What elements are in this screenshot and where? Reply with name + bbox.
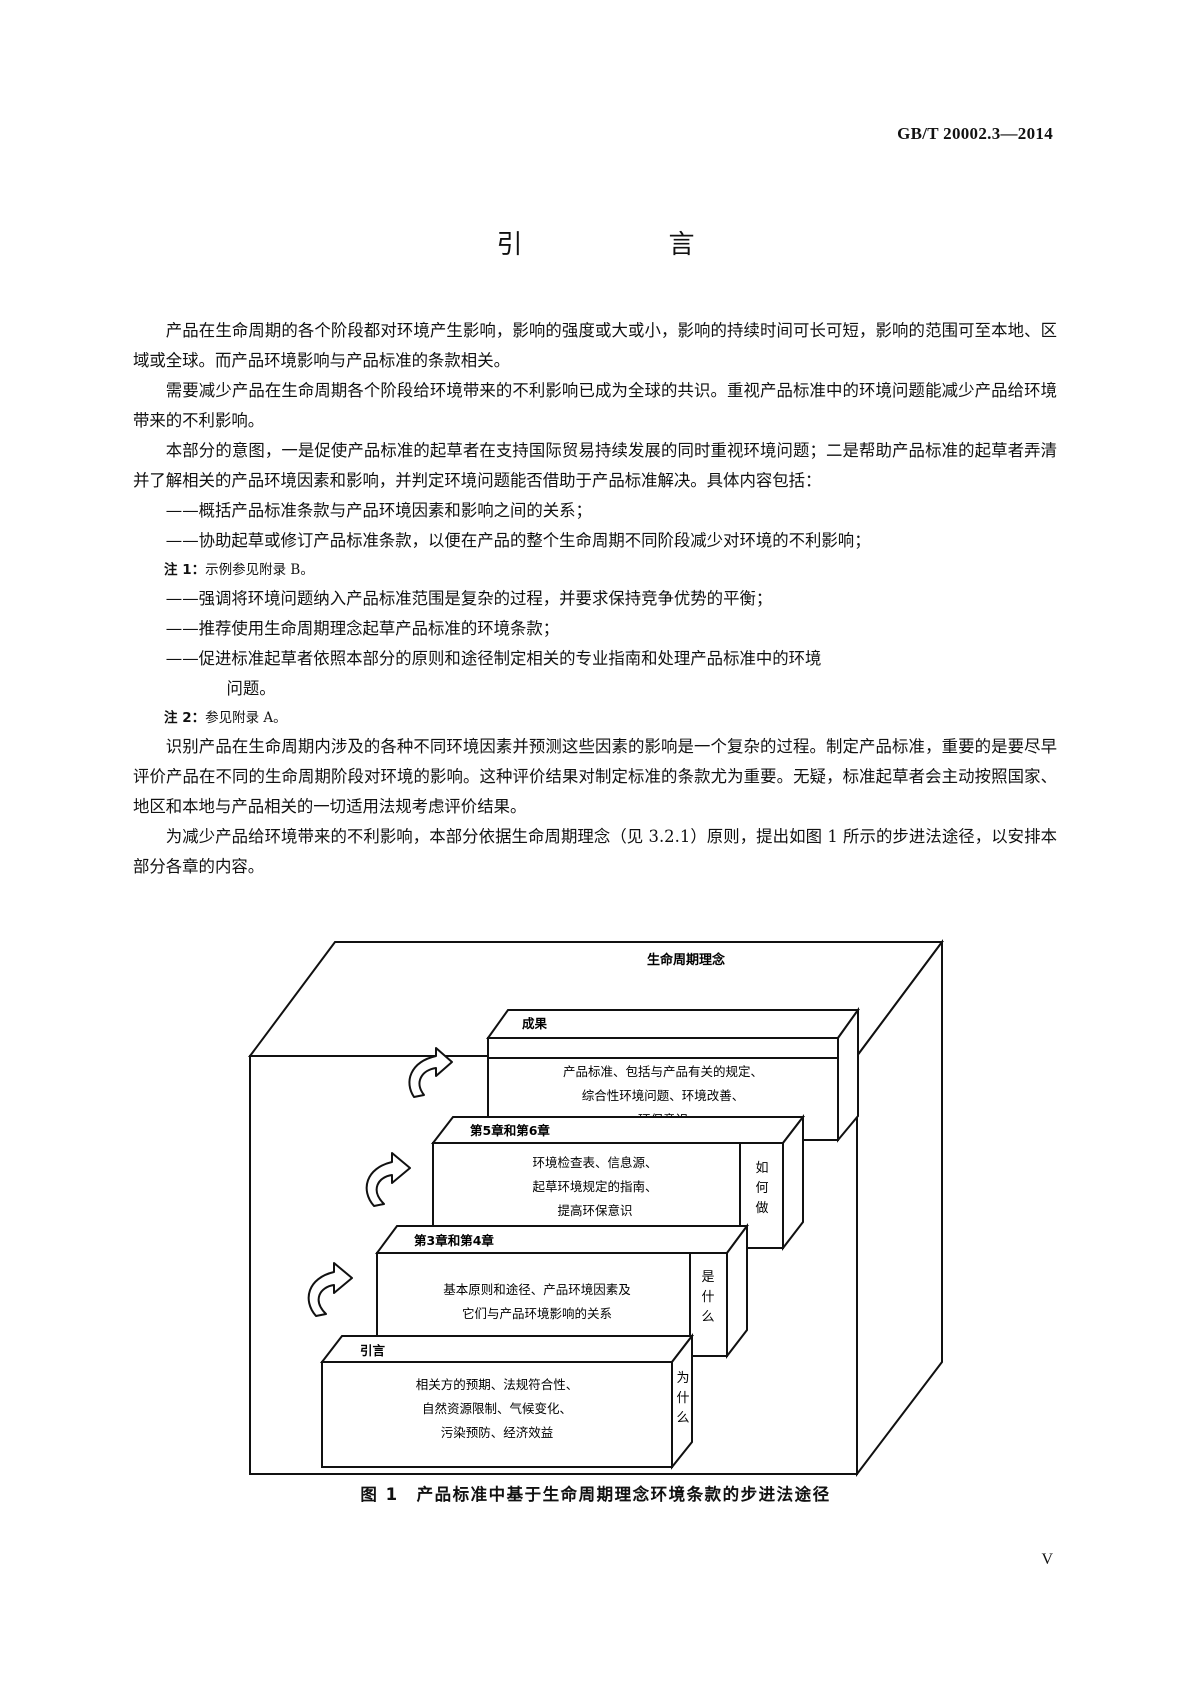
paragraph: 本部分的意图，一是促使产品标准的起草者在支持国际贸易持续发展的同时重视环境问题；… [133, 441, 1057, 490]
side-label: 如 [755, 1160, 768, 1176]
side-label: 什 [676, 1391, 689, 1406]
step-heading: 成果 [522, 1016, 548, 1031]
side-label: 做 [755, 1201, 768, 1216]
step-intro [319, 1333, 695, 1470]
note-text: 参见附录 A。 [205, 710, 287, 726]
side-label: 么 [676, 1411, 689, 1426]
paragraph: 需要减少产品在生命周期各个阶段给环境带来的不利影响已成为全球的共识。重视产品标准… [133, 381, 1057, 430]
step-line: 环境检查表、信息源、 [532, 1155, 657, 1170]
side-label: 何 [755, 1180, 768, 1196]
note-text: 示例参见附录 B。 [205, 562, 314, 578]
note-label: 注 1： [164, 562, 206, 578]
paragraph: 识别产品在生命周期内涉及的各种不同环境因素并预测这些因素的影响是一个复杂的过程。… [133, 737, 1057, 816]
step-heading: 第3章和第4章 [414, 1233, 494, 1248]
curved-arrow-icon [307, 1262, 353, 1317]
step-line: 相关方的预期、法规符合性、 [416, 1377, 579, 1392]
side-label: 是 [701, 1270, 714, 1285]
body-text: 产品在生命周期的各个阶段都对环境产生影响，影响的强度或大或小，影响的持续时间可长… [133, 316, 1057, 882]
note: 注 2：参见附录 A。 [133, 704, 1057, 732]
side-label: 什 [701, 1290, 714, 1305]
step-line: 它们与产品环境影响的关系 [462, 1306, 612, 1321]
curved-arrow-icon [365, 1152, 411, 1207]
note-label: 注 2： [164, 710, 206, 726]
list-item: ——促进标准起草者依照本部分的原则和途径制定相关的专业指南和处理产品标准中的环境 [165, 649, 822, 668]
list-item: ——推荐使用生命周期理念起草产品标准的环境条款； [165, 619, 560, 638]
note: 注 1：示例参见附录 B。 [133, 556, 1057, 584]
step-ch5-6 [430, 1114, 806, 1251]
list-item: ——协助起草或修订产品标准条款，以便在产品的整个生命周期不同阶段减少对环境的不利… [165, 531, 871, 550]
step-line: 基本原则和途径、产品环境因素及 [443, 1282, 631, 1297]
step-line: 自然资源限制、气候变化、 [422, 1401, 572, 1416]
curved-arrow-icon [408, 1047, 453, 1098]
step-result [486, 1006, 860, 1143]
list-item-continuation: 问题。 [226, 679, 276, 698]
list-item: ——概括产品标准条款与产品环境因素和影响之间的关系； [165, 501, 592, 520]
step-line: 综合性环境问题、环境改善、 [582, 1088, 745, 1103]
step-line: 起草环境规定的指南、 [532, 1179, 657, 1194]
step-line: 产品标准、包括与产品有关的规定、 [563, 1064, 763, 1079]
page-number: V [1041, 1551, 1053, 1568]
step-line: 污染预防、经济效益 [441, 1425, 554, 1440]
step-line: 提高环保意识 [557, 1203, 632, 1218]
paragraph: 为减少产品给环境带来的不利影响，本部分依据生命周期理念（见 3.2.1）原则，提… [133, 827, 1057, 876]
side-label: 么 [701, 1310, 714, 1325]
standard-code: GB/T 20002.3—2014 [897, 124, 1053, 143]
side-label: 为 [676, 1371, 689, 1386]
outer-label: 生命周期理念 [647, 952, 725, 968]
list-item: ——强调将环境问题纳入产品标准范围是复杂的过程，并要求保持竞争优势的平衡； [165, 589, 773, 608]
page-title: 引 言 [496, 230, 755, 260]
step-line: 环保意识 [638, 1112, 688, 1127]
step-heading: 第5章和第6章 [470, 1123, 550, 1138]
outer-box [248, 938, 944, 1477]
paragraph: 产品在生命周期的各个阶段都对环境产生影响，影响的强度或大或小，影响的持续时间可长… [133, 321, 1057, 370]
step-heading: 引言 [360, 1343, 386, 1358]
step-ch3-4 [375, 1222, 749, 1359]
figure-caption: 图 1 产品标准中基于生命周期理念环境条款的步进法途径 [360, 1485, 831, 1504]
